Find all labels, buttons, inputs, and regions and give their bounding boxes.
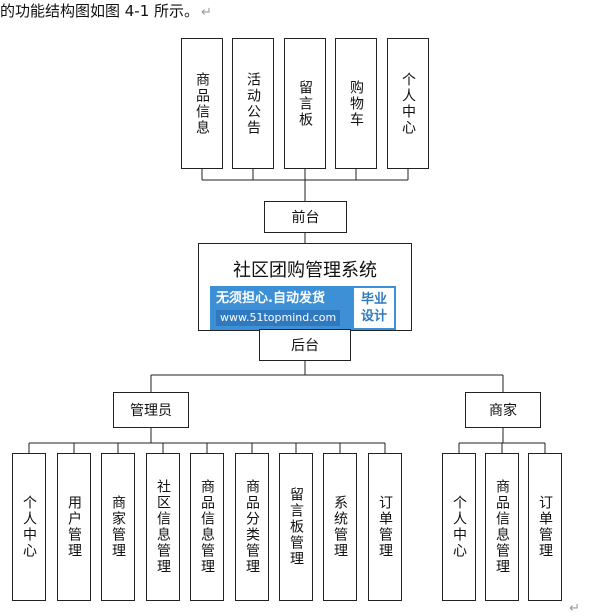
watermark-right2: 设计 xyxy=(360,309,387,324)
merchant-module-personal-center: 个人中心 xyxy=(442,453,476,601)
admin-node: 管理员 xyxy=(113,392,189,428)
merchant-module-label: 商品信息管理 xyxy=(494,479,510,575)
front-module-label: 留言板 xyxy=(297,79,313,128)
front-module-cart: 购物车 xyxy=(335,38,377,169)
admin-module-system-mgmt: 系统管理 xyxy=(323,453,357,601)
admin-module-label: 系统管理 xyxy=(332,495,348,559)
merchant-module-product-info-mgmt: 商品信息管理 xyxy=(485,453,519,601)
admin-module-label: 个人中心 xyxy=(21,495,37,559)
admin-module-label: 留言板管理 xyxy=(288,487,304,567)
admin-module-label: 用户管理 xyxy=(66,495,82,559)
caption: 的功能结构图如图 4-1 所示。↵ xyxy=(0,0,212,24)
front-module-announcements: 活动公告 xyxy=(232,38,274,169)
admin-module-category-mgmt: 商品分类管理 xyxy=(235,453,269,601)
admin-module-label: 商品分类管理 xyxy=(244,479,260,575)
front-node-label: 前台 xyxy=(291,210,320,226)
admin-module-personal-center: 个人中心 xyxy=(12,453,46,601)
back-node: 后台 xyxy=(259,329,351,361)
front-module-label: 活动公告 xyxy=(245,71,261,136)
front-module-label: 购物车 xyxy=(348,79,364,128)
system-title: 社区团购管理系统 xyxy=(233,260,377,281)
admin-module-label: 商家管理 xyxy=(110,495,126,559)
caption-text: 的功能结构图如图 4-1 所示。 xyxy=(0,2,200,20)
front-module-label: 商品信息 xyxy=(194,71,210,136)
back-node-label: 后台 xyxy=(291,338,319,354)
admin-module-label: 商品信息管理 xyxy=(199,479,215,575)
front-module-message-board: 留言板 xyxy=(284,38,326,169)
merchant-node: 商家 xyxy=(465,392,541,428)
merchant-module-label: 订单管理 xyxy=(537,495,553,559)
admin-node-label: 管理员 xyxy=(130,403,172,419)
admin-module-label: 社区信息管理 xyxy=(155,479,171,575)
paragraph-mark-icon: ↵ xyxy=(201,5,212,20)
admin-module-message-board-mgmt: 留言板管理 xyxy=(279,453,313,601)
admin-module-order-mgmt: 订单管理 xyxy=(368,453,402,601)
admin-module-community-mgmt: 社区信息管理 xyxy=(146,453,180,601)
admin-module-user-mgmt: 用户管理 xyxy=(57,453,91,601)
front-node: 前台 xyxy=(264,201,347,233)
paragraph-mark-icon: ↵ xyxy=(569,601,580,616)
front-module-label: 个人中心 xyxy=(400,71,416,136)
front-module-personal-center: 个人中心 xyxy=(387,38,429,169)
watermark-right1: 毕业 xyxy=(360,292,387,307)
admin-module-label: 订单管理 xyxy=(377,495,393,559)
admin-module-merchant-mgmt: 商家管理 xyxy=(101,453,135,601)
merchant-node-label: 商家 xyxy=(489,403,517,419)
watermark-url: www.51topmind.com xyxy=(216,310,341,326)
front-module-product-info: 商品信息 xyxy=(181,38,223,169)
watermark-line1: 无须担心.自动发货 xyxy=(216,291,325,306)
merchant-module-label: 个人中心 xyxy=(451,495,467,559)
admin-module-product-info-mgmt: 商品信息管理 xyxy=(190,453,224,601)
merchant-module-order-mgmt: 订单管理 xyxy=(528,453,562,601)
watermark-logo: 无须担心.自动发货 www.51topmind.com 毕业 设计 xyxy=(210,286,396,330)
